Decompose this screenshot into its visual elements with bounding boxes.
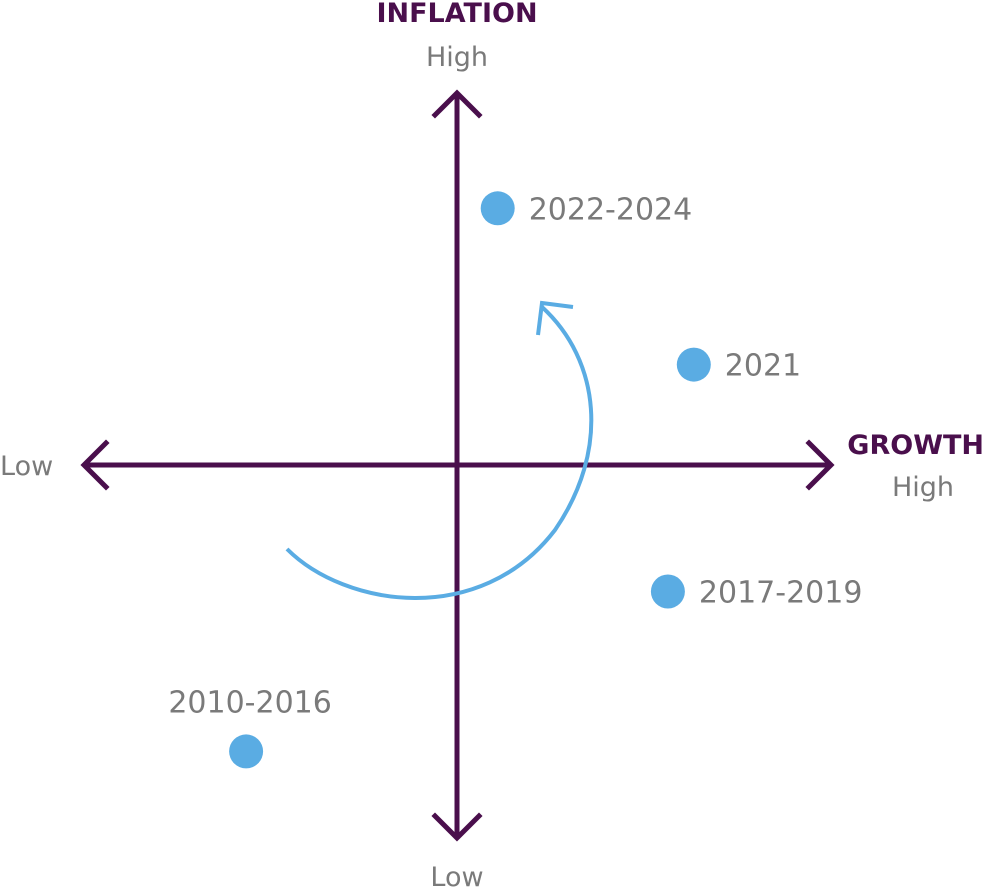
- point-label: 2022-2024: [529, 192, 693, 227]
- arrow-right-icon: [805, 439, 835, 491]
- growth-high-label: High: [892, 472, 954, 503]
- arrowhead-icon: [536, 300, 574, 336]
- point-marker: [676, 347, 711, 382]
- arrow-down-icon: [431, 812, 483, 842]
- axes: [80, 89, 835, 842]
- point-label: 2010-2016: [168, 685, 332, 720]
- growth-axis-title: GROWTH: [847, 430, 984, 461]
- arrow-up-icon: [431, 89, 483, 119]
- arrow-left-icon: [80, 439, 110, 491]
- point-label: 2017-2019: [699, 576, 863, 611]
- point-marker: [650, 574, 685, 609]
- point-label: 2021: [725, 349, 801, 384]
- inflation-high-label: High: [426, 42, 488, 73]
- curved-arrow-icon: [285, 305, 594, 600]
- inflation-axis-title: INFLATION: [376, 0, 537, 29]
- cycle-arrow: [285, 300, 594, 600]
- period-points: 2022-2024 2021 2017-2019 2010-2016: [168, 191, 863, 769]
- inflation-low-label: Low: [430, 862, 483, 889]
- point-marker: [480, 191, 515, 226]
- point-marker: [229, 734, 264, 769]
- growth-low-label: Low: [0, 451, 53, 482]
